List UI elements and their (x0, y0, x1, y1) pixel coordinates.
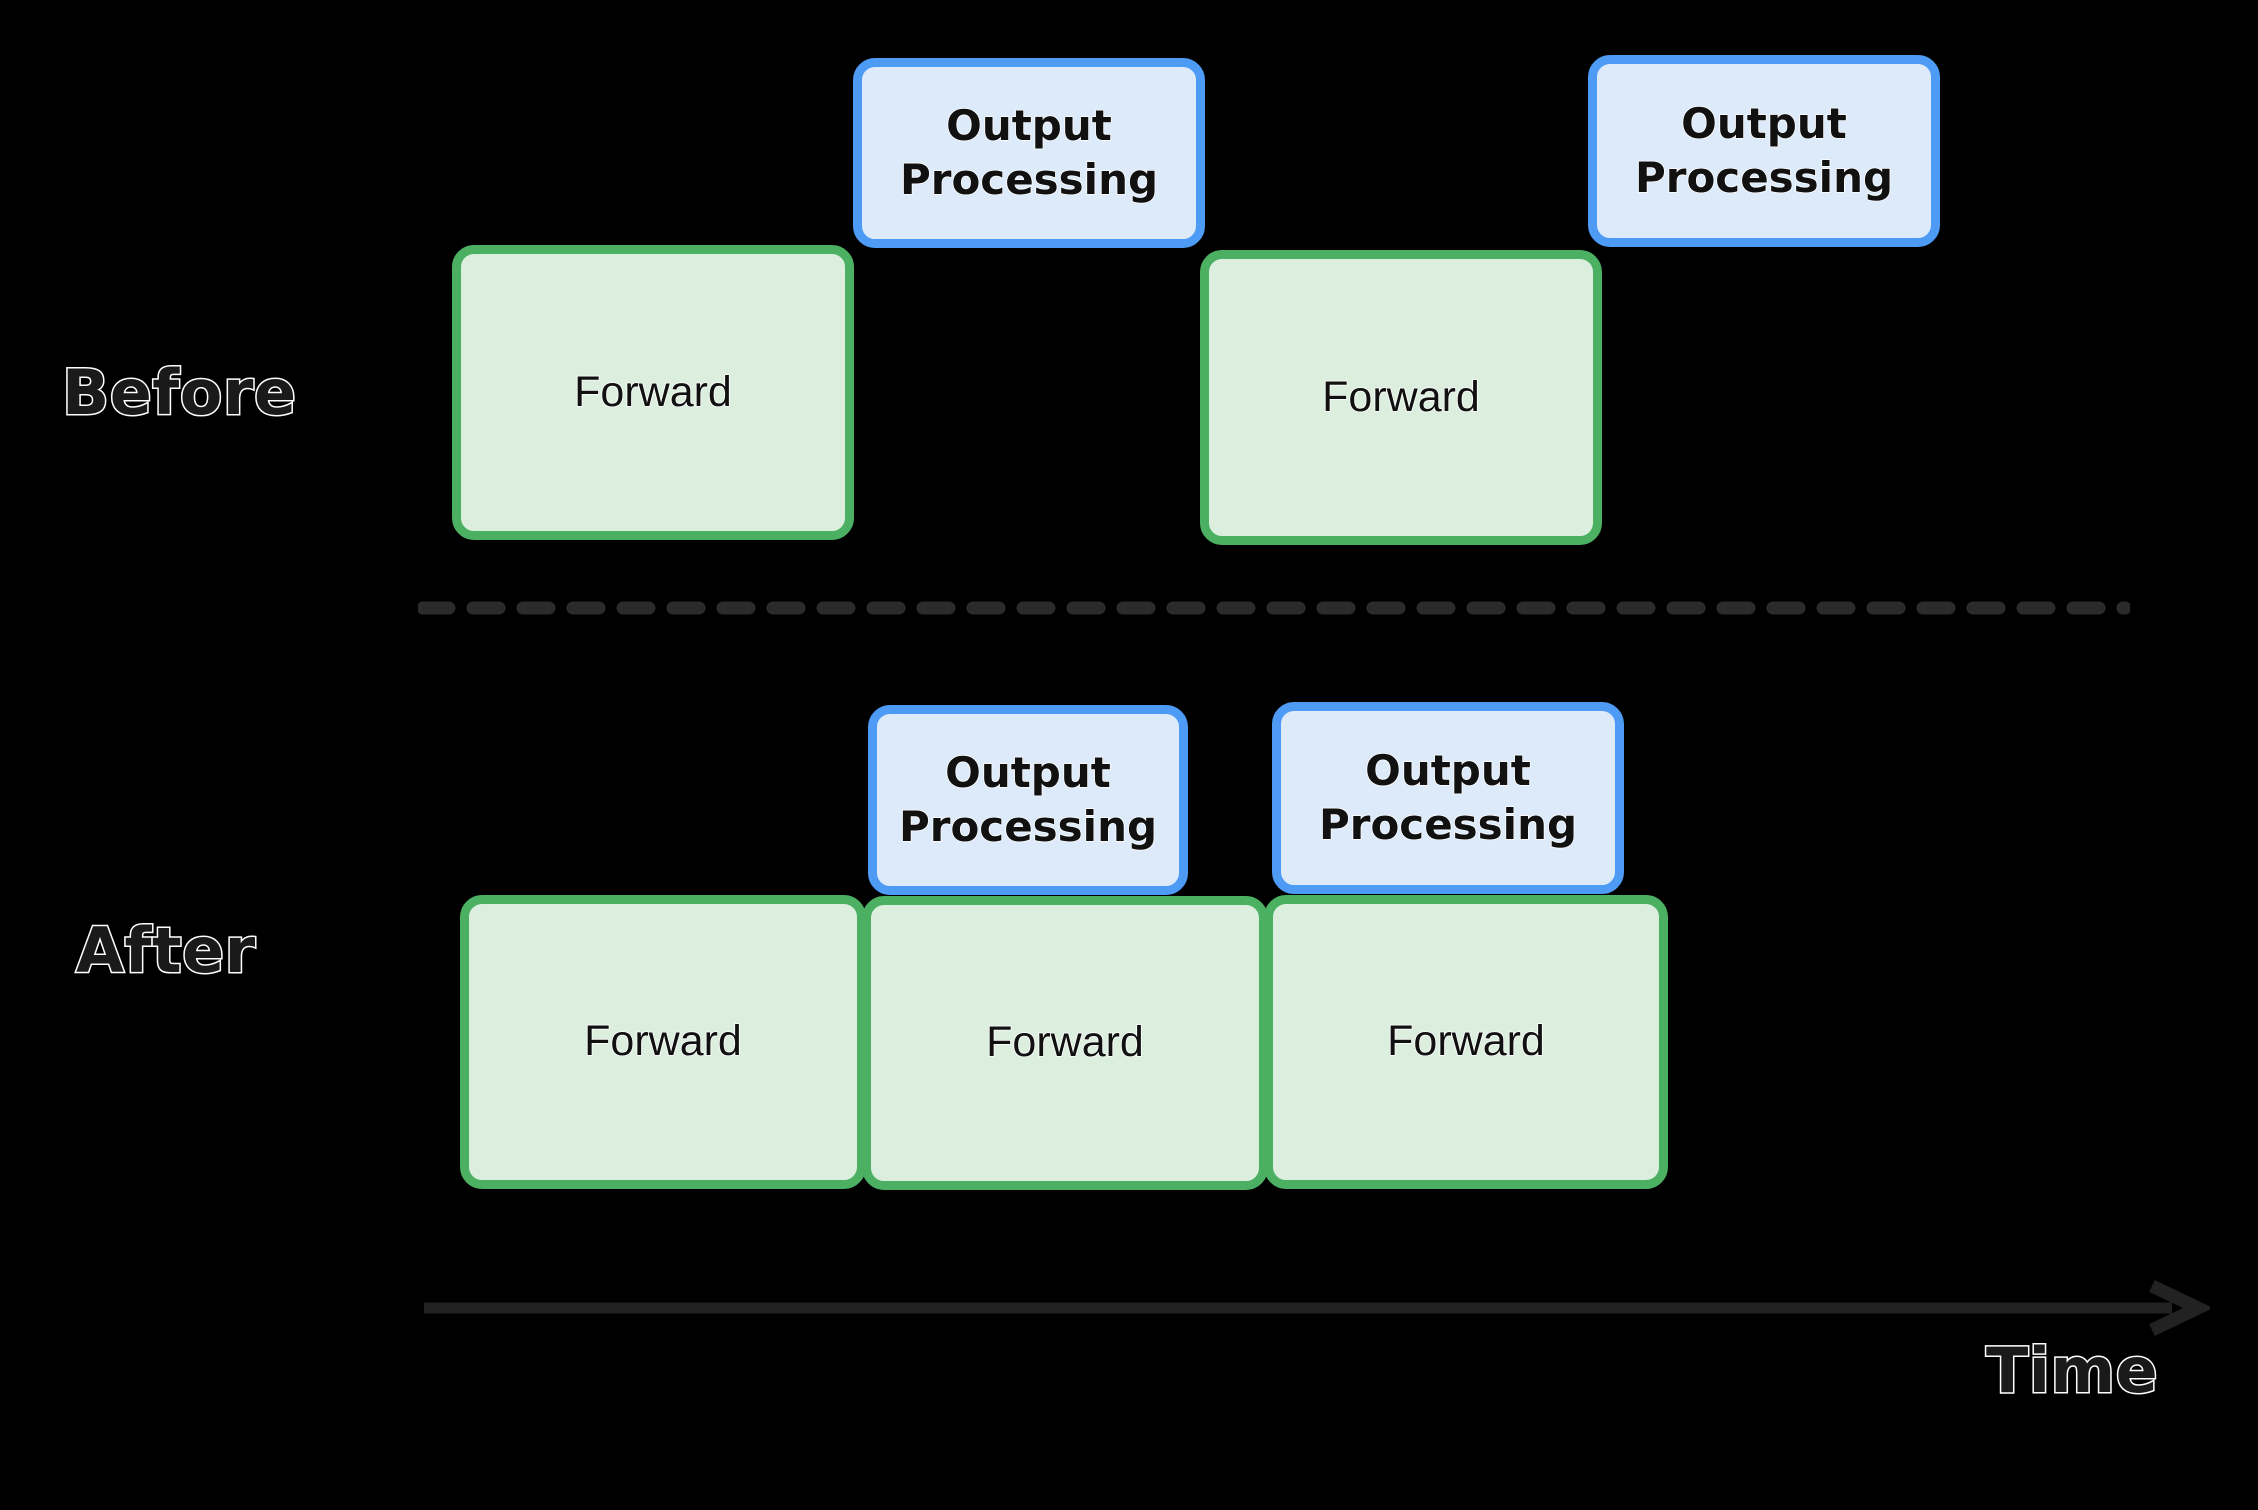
block-before-forward-2: Forward (1200, 250, 1602, 545)
section-divider-dashed-line (418, 601, 2130, 615)
time-axis-arrow-icon (424, 1280, 2210, 1336)
block-after-forward-1: Forward (460, 895, 866, 1189)
block-label-line1: Output (1364, 746, 1531, 797)
block-label: Output Processing (898, 746, 1158, 854)
row-label-after: After (75, 914, 257, 987)
block-label: Forward (573, 367, 732, 417)
block-label-line1: Output (944, 748, 1111, 799)
row-label-before: Before (61, 356, 298, 429)
time-axis-label: Time (1984, 1334, 2159, 1407)
block-before-output-processing-2: Output Processing (1588, 55, 1940, 247)
block-after-forward-2: Forward (862, 896, 1268, 1190)
block-label: Forward (1386, 1017, 1545, 1067)
block-after-output-processing-1: Output Processing (868, 705, 1188, 895)
block-after-output-processing-2: Output Processing (1272, 702, 1624, 894)
block-label-line2: Processing (1634, 152, 1894, 203)
block-label-line2: Processing (899, 154, 1159, 205)
block-label: Output Processing (1318, 744, 1578, 852)
block-label-line1: Output (1680, 99, 1847, 150)
block-after-forward-3: Forward (1264, 895, 1668, 1189)
block-before-output-processing-1: Output Processing (853, 58, 1205, 248)
block-label-line2: Processing (1318, 799, 1578, 850)
block-before-forward-1: Forward (452, 245, 854, 540)
block-label-line2: Processing (898, 801, 1158, 852)
block-label-line1: Output (945, 101, 1112, 152)
block-label: Forward (1321, 372, 1480, 422)
block-label: Forward (583, 1017, 742, 1067)
block-label: Output Processing (1634, 97, 1894, 205)
block-label: Forward (985, 1018, 1144, 1068)
block-label: Output Processing (899, 99, 1159, 207)
